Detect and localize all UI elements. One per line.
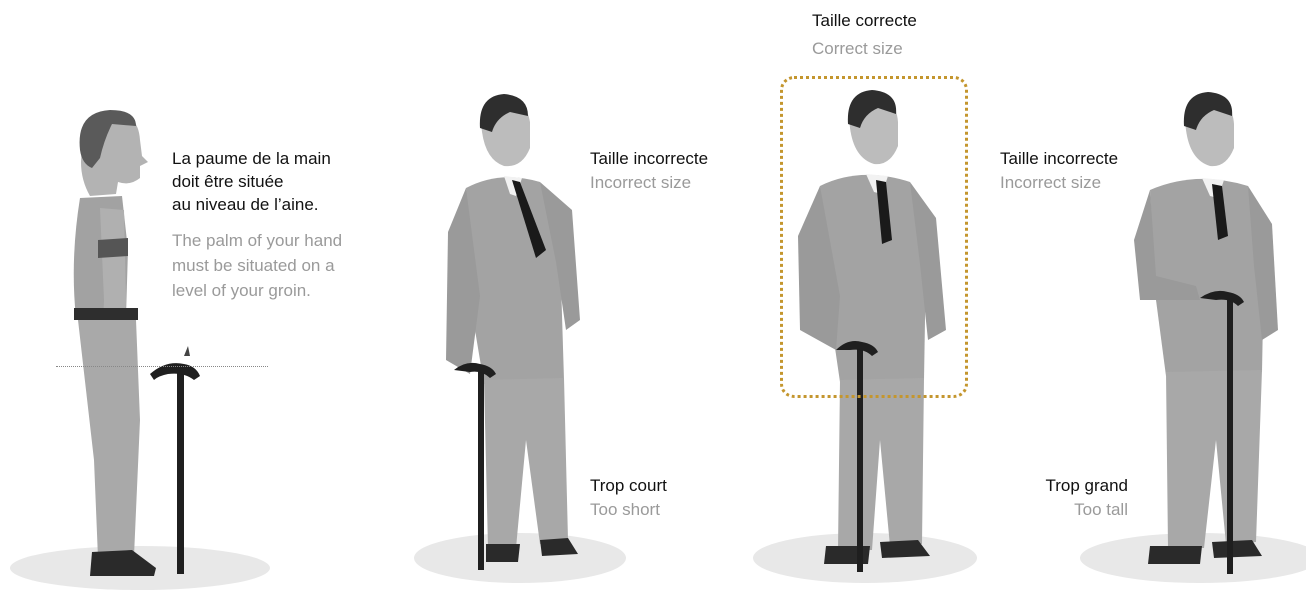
instruction-fr-line-3: au niveau de l’aine. (172, 193, 319, 216)
correct-size-highlight-frame (780, 76, 968, 398)
fig2-status-fr: Taille incorrecte (590, 147, 708, 170)
figure-too-tall: Taille incorrecte Incorrect size Trop gr… (1000, 0, 1306, 591)
fig4-verdict-en: Too tall (1074, 498, 1128, 521)
man-tall-cane-illustration (1000, 0, 1306, 591)
instruction-en-line-1: The palm of your hand (172, 229, 342, 252)
fig2-verdict-fr: Trop court (590, 474, 667, 497)
instruction-fr-line-2: doit être située (172, 170, 284, 193)
fig2-verdict-en: Too short (590, 498, 660, 521)
fig2-status-en: Incorrect size (590, 171, 691, 194)
fig4-status-fr: Taille incorrecte (1000, 147, 1118, 170)
fig3-status-fr: Taille correcte (812, 9, 917, 32)
man-short-cane-illustration (400, 0, 710, 591)
groin-level-guide-line (56, 366, 268, 367)
instruction-en-line-2: must be situated on a (172, 254, 335, 277)
instruction-en-line-3: level of your groin. (172, 279, 311, 302)
figure-too-short: Taille incorrecte Incorrect size Trop co… (400, 0, 710, 591)
figure-measuring-guide: La paume de la main doit être située au … (0, 0, 380, 591)
fig3-status-en: Correct size (812, 37, 903, 60)
fig4-verdict-fr: Trop grand (1045, 474, 1128, 497)
fig4-status-en: Incorrect size (1000, 171, 1101, 194)
instruction-fr-line-1: La paume de la main (172, 147, 331, 170)
